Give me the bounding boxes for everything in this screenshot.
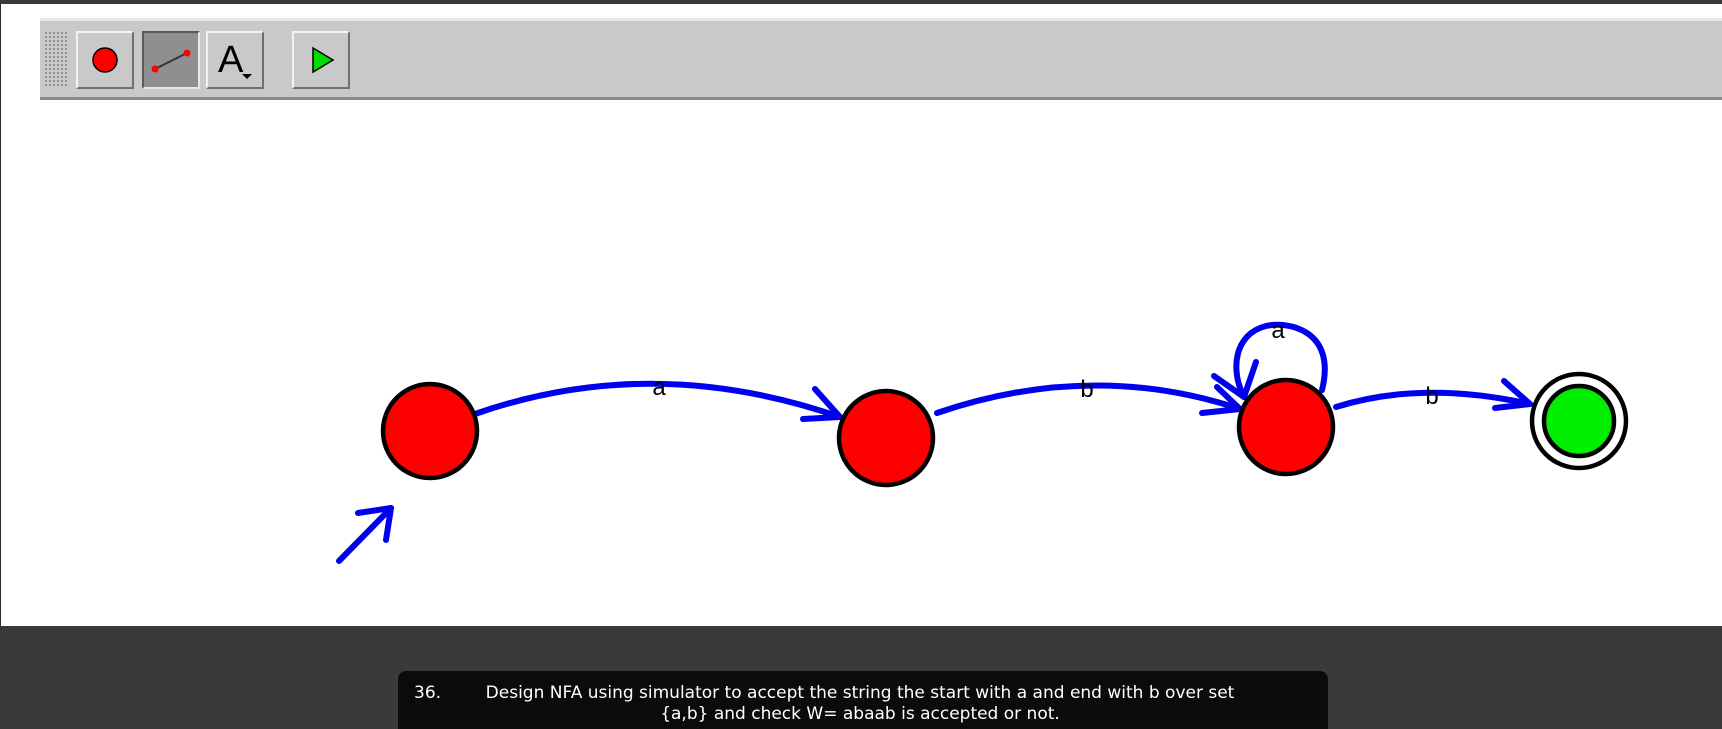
caption-number: 36. (414, 683, 442, 703)
label-tool-button[interactable]: A (206, 31, 264, 89)
state-tool-button[interactable] (76, 31, 134, 89)
label-tool-glyph: A (218, 39, 244, 81)
transition-tool-button[interactable] (142, 31, 200, 89)
transition-label: a (652, 374, 666, 401)
transition-q2-q3[interactable]: b (1333, 378, 1533, 411)
transition-q0-q1[interactable]: a (472, 374, 843, 422)
start-arrow (336, 505, 394, 564)
caption-text: Design NFA using simulator to accept the… (485, 683, 1235, 724)
caption-bar: 36. Design NFA using simulator to accept… (398, 671, 1328, 729)
state-q1[interactable] (836, 388, 936, 488)
transition-label: a (1271, 317, 1285, 344)
state-q0[interactable] (380, 381, 480, 481)
transition-q2-loop[interactable]: a (1211, 317, 1328, 400)
play-icon (312, 46, 335, 74)
run-button[interactable] (292, 31, 350, 89)
transition-tool-icon (151, 49, 191, 73)
state-q3-final[interactable] (1529, 371, 1629, 471)
toolbar: A (40, 18, 1722, 100)
transition-q1-q2[interactable]: b (934, 376, 1243, 416)
state-tool-icon (92, 47, 118, 73)
simulator-window: A a (0, 4, 1722, 626)
label-tool-icon: A (218, 39, 252, 81)
transition-label: b (1080, 376, 1093, 403)
toolbar-grip-handle[interactable] (44, 31, 68, 87)
state-q2[interactable] (1236, 377, 1336, 477)
automaton-canvas[interactable]: a b a b (2, 100, 1722, 626)
transition-label: b (1425, 383, 1438, 410)
